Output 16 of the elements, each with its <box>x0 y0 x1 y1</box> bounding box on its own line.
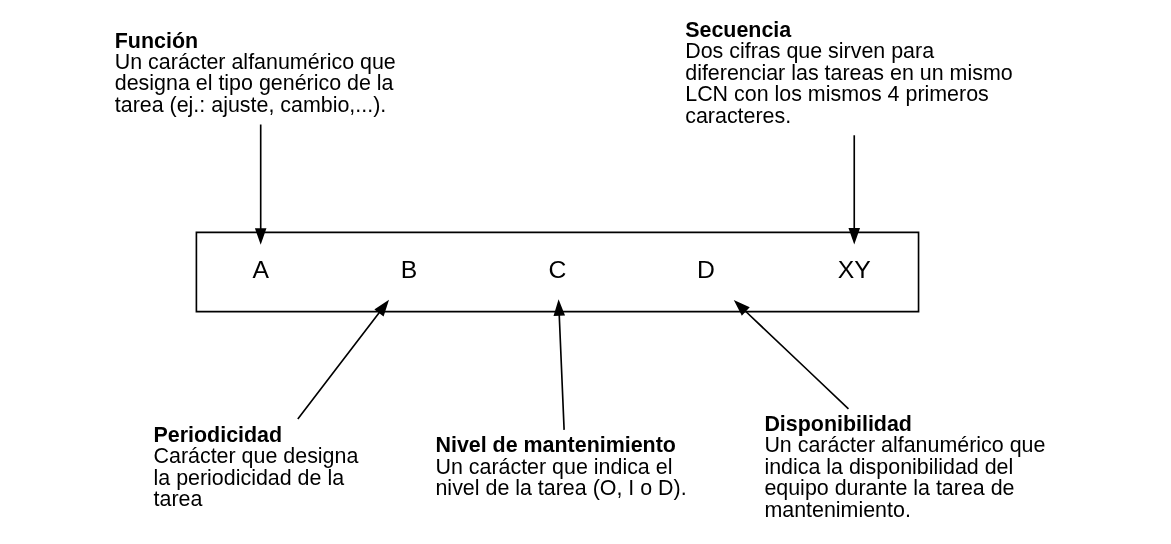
node-text: Nivel de mantenimiento Un carácter que indica el nivel de la tarea (O, I o D). <box>435 433 687 501</box>
node-text: Función Un carácter alfanumérico que designa el tipo genérico de la tarea (ej.: ajuste, cambio,...). <box>114 28 396 117</box>
node-text: C <box>548 255 567 283</box>
node-text: Disponibilidad Un carácter alfanumérico que indica la disponibilidad del equipo durante la tarea de mantenimiento. <box>764 411 1046 522</box>
node-text: Secuencia Dos cifras que sirven para diferenciar las tareas en un mismo LCN con los mismos 4 primeros caracteres. <box>685 17 1013 128</box>
arrow <box>733 300 850 410</box>
arrow <box>297 299 389 420</box>
node-text: A <box>252 255 269 283</box>
arrow <box>848 134 861 245</box>
node-text: D <box>696 255 715 283</box>
node-text: XY <box>837 255 871 283</box>
cluster <box>195 231 920 313</box>
node-text: Periodicidad Carácter que designa la periodicidad de la tarea <box>153 422 359 511</box>
arrow <box>553 299 566 431</box>
arrow <box>254 123 267 245</box>
node-text: B <box>400 255 418 283</box>
